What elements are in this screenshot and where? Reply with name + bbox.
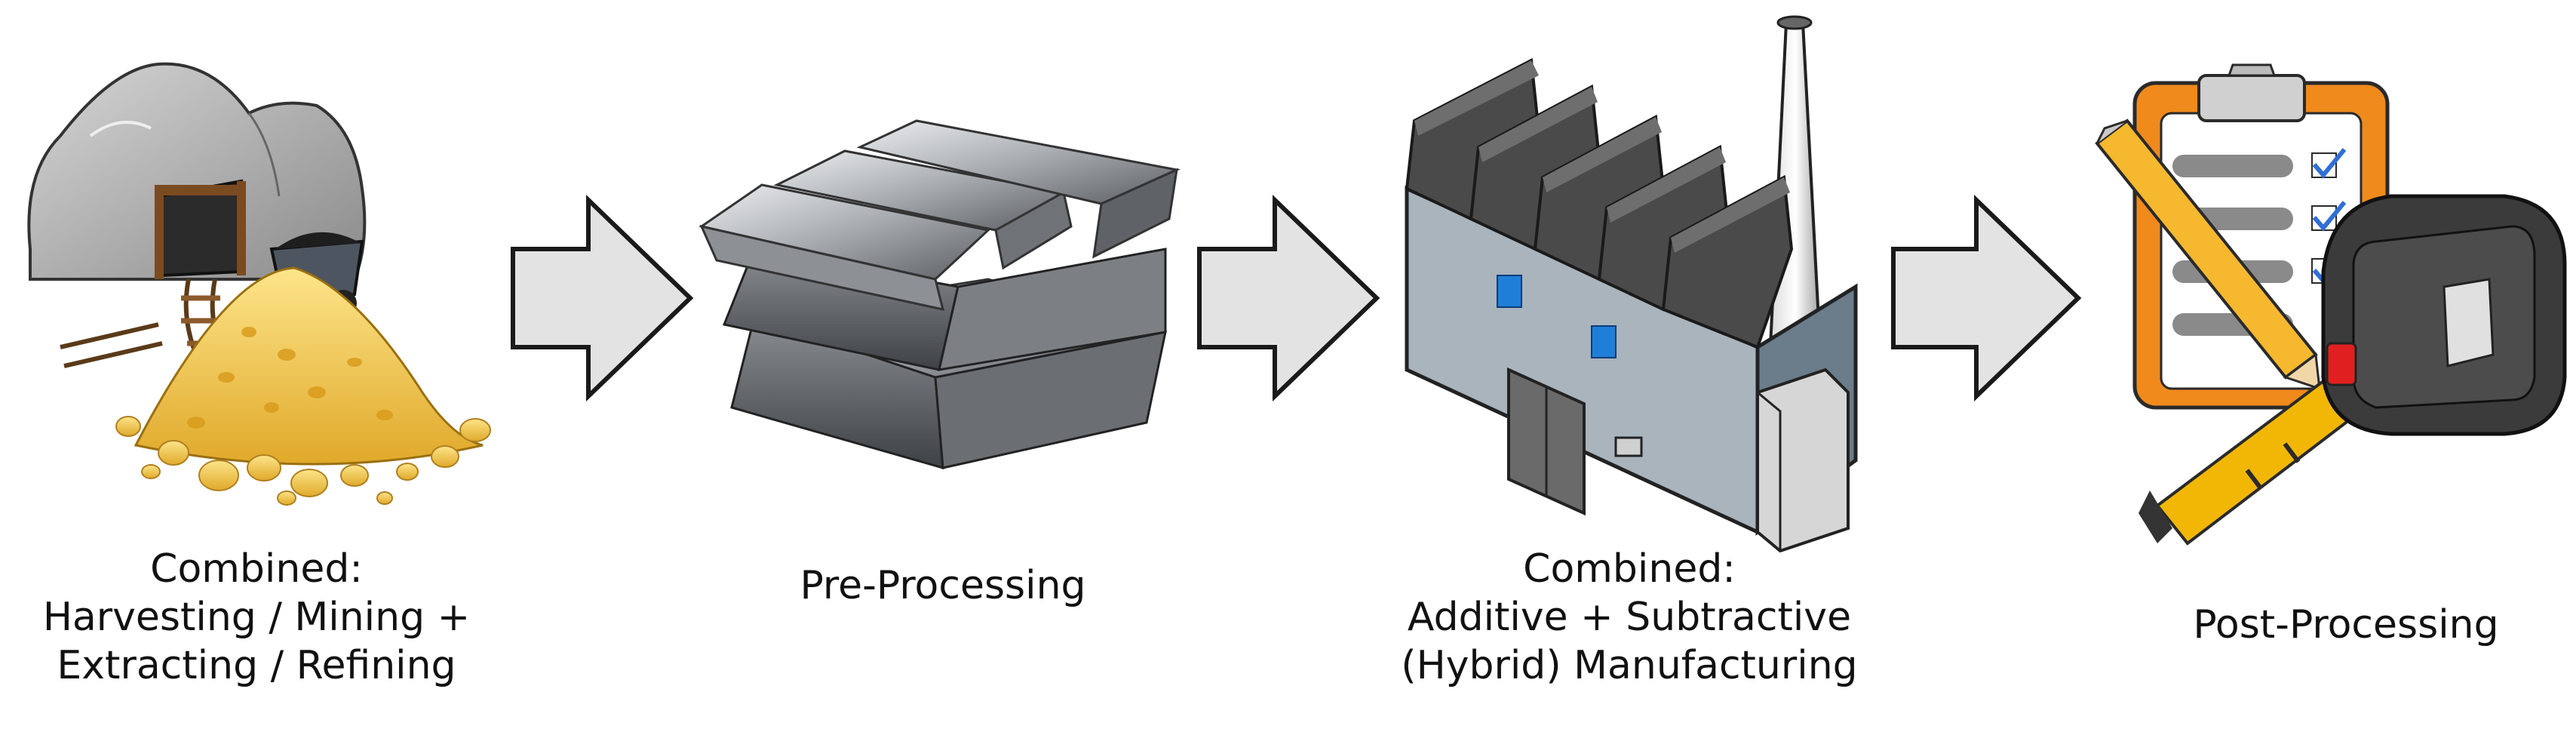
metal-ingots-icon <box>698 119 1181 470</box>
ingot-top-3 <box>856 119 1181 259</box>
ingot-top-1 <box>698 183 991 311</box>
caption-line: Additive + Subtractive <box>1407 595 1852 640</box>
caption-line: Post-Processing <box>2193 602 2499 647</box>
tape-measure-icon <box>2138 194 2567 546</box>
caption-line: (Hybrid) Manufacturing <box>1401 643 1858 688</box>
stage-caption-harvest: Combined: Harvesting / Mining + Extracti… <box>0 545 513 690</box>
arrow-right-icon <box>511 194 694 402</box>
stage-caption-hybrid: Combined: Additive + Subtractive (Hybrid… <box>1358 545 1901 690</box>
caption-line: Pre-Processing <box>800 563 1086 608</box>
arrow-right-icon <box>1197 194 1380 402</box>
stage-caption-postprocess: Post-Processing <box>2105 601 2576 649</box>
arrow-right-icon <box>1891 194 2082 402</box>
stage-caption-preprocess: Pre-Processing <box>717 561 1169 610</box>
pencil-icon <box>2095 118 2321 391</box>
checklist-measure-icon <box>2095 63 2567 546</box>
caption-line: Extracting / Refining <box>57 643 456 688</box>
window-icon <box>1497 275 1617 358</box>
caption-line: Harvesting / Mining + <box>42 595 471 640</box>
caption-line: Combined: <box>1523 546 1736 592</box>
ore-pile <box>134 266 484 466</box>
caption-line: Combined: <box>150 546 363 592</box>
factory-icon <box>1405 15 1858 553</box>
mine-ore-icon <box>27 62 491 506</box>
mountain-shape <box>27 62 367 281</box>
